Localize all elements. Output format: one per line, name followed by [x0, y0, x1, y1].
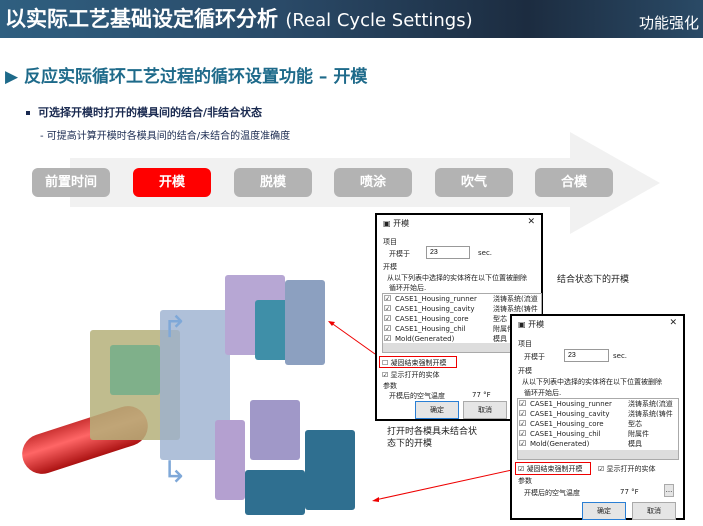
arrow-up-icon: ↱ — [162, 310, 188, 345]
section-item: 项目 — [383, 238, 397, 246]
air-temp-value: 77 °F — [472, 391, 491, 399]
close-icon[interactable]: ✕ — [527, 217, 535, 227]
open-at-label: 开模于 — [524, 353, 545, 361]
header-tag: 功能强化 — [638, 14, 699, 32]
open-at-input[interactable] — [426, 246, 470, 259]
arrow-down-icon: ↳ — [162, 455, 188, 490]
force-open-checkbox[interactable]: ☑ 凝固结束强制开模 — [518, 465, 583, 473]
dialog-titlebar: ▣ 开模✕ — [383, 217, 535, 228]
horizontal-scrollbar[interactable] — [518, 450, 678, 459]
section-open: 开模 — [518, 367, 532, 375]
force-open-checkbox[interactable]: ☐ 凝固结束强制开模 — [382, 359, 447, 367]
step-pretime[interactable]: 前置时间 — [32, 168, 110, 197]
open-at-label: 开模于 — [389, 250, 410, 258]
air-temp-value: 77 °F — [620, 488, 639, 496]
step-blow[interactable]: 吹气 — [435, 168, 513, 197]
header-banner: 以实际工艺基础设定循环分析 (Real Cycle Settings) 功能强化 — [0, 0, 703, 38]
note-bonded: 结合状态下的开模 — [557, 275, 630, 285]
horizontal-scrollbar[interactable] — [383, 343, 541, 352]
page-title: 以实际工艺基础设定循环分析 (Real Cycle Settings) — [5, 7, 473, 31]
show-open-checkbox[interactable]: ☑ 显示打开的实体 — [598, 465, 656, 473]
desc-line-1: 从以下列表中选择的实体将在以下位置被删除 — [387, 274, 527, 282]
section-param: 参数 — [518, 477, 532, 485]
air-temp-label: 开模后的空气温度 — [524, 489, 580, 497]
ok-button[interactable]: 确定 — [415, 401, 459, 419]
more-button[interactable]: ... — [664, 484, 674, 497]
dialog-titlebar: ▣ 开模✕ — [518, 318, 677, 329]
open-mold-dialog-unbonded: ▣ 开模✕ 项目 开模于 sec. 开模 从以下列表中选择的实体将在以下位置被删… — [510, 314, 685, 520]
open-at-input[interactable] — [564, 349, 609, 362]
section-param: 参数 — [383, 382, 397, 390]
sub-bullet: - 可提高计算开模时各模具间的结合/未结合的温度准确度 — [40, 131, 291, 142]
note-unbonded-1: 打开时各模具未结合状 — [387, 427, 478, 437]
section-title: ▶ 反应实际循环工艺过程的循环设置功能 – 开模 — [5, 67, 368, 87]
step-open-mold[interactable]: 开模 — [133, 168, 211, 197]
show-open-checkbox[interactable]: ☑ 显示打开的实体 — [382, 371, 440, 379]
desc-line-1: 从以下列表中选择的实体将在以下位置被删除 — [522, 378, 662, 386]
desc-line-2: 循环开始后. — [524, 389, 562, 397]
unit-label: sec. — [613, 352, 628, 360]
note-unbonded-2: 态下的开模 — [387, 439, 433, 449]
cancel-button[interactable]: 取消 — [463, 401, 507, 419]
step-spray[interactable]: 喷涂 — [334, 168, 412, 197]
close-icon[interactable]: ✕ — [669, 318, 677, 328]
section-item: 项目 — [518, 340, 532, 348]
air-temp-label: 开模后的空气温度 — [389, 392, 445, 400]
bullet: 可选择开模时打开的模具间的结合/非结合状态 — [26, 104, 262, 120]
step-eject[interactable]: 脱模 — [234, 168, 312, 197]
step-close-mold[interactable]: 合模 — [535, 168, 613, 197]
unit-label: sec. — [478, 249, 493, 257]
desc-line-2: 循环开始后. — [389, 284, 427, 292]
ok-button[interactable]: 确定 — [582, 502, 626, 520]
entity-item[interactable]: Mold(Generated)模具 — [518, 439, 678, 449]
cancel-button[interactable]: 取消 — [632, 502, 676, 520]
entity-item[interactable]: Mold(Generated)模具 — [383, 334, 541, 344]
section-open: 开模 — [383, 263, 397, 271]
